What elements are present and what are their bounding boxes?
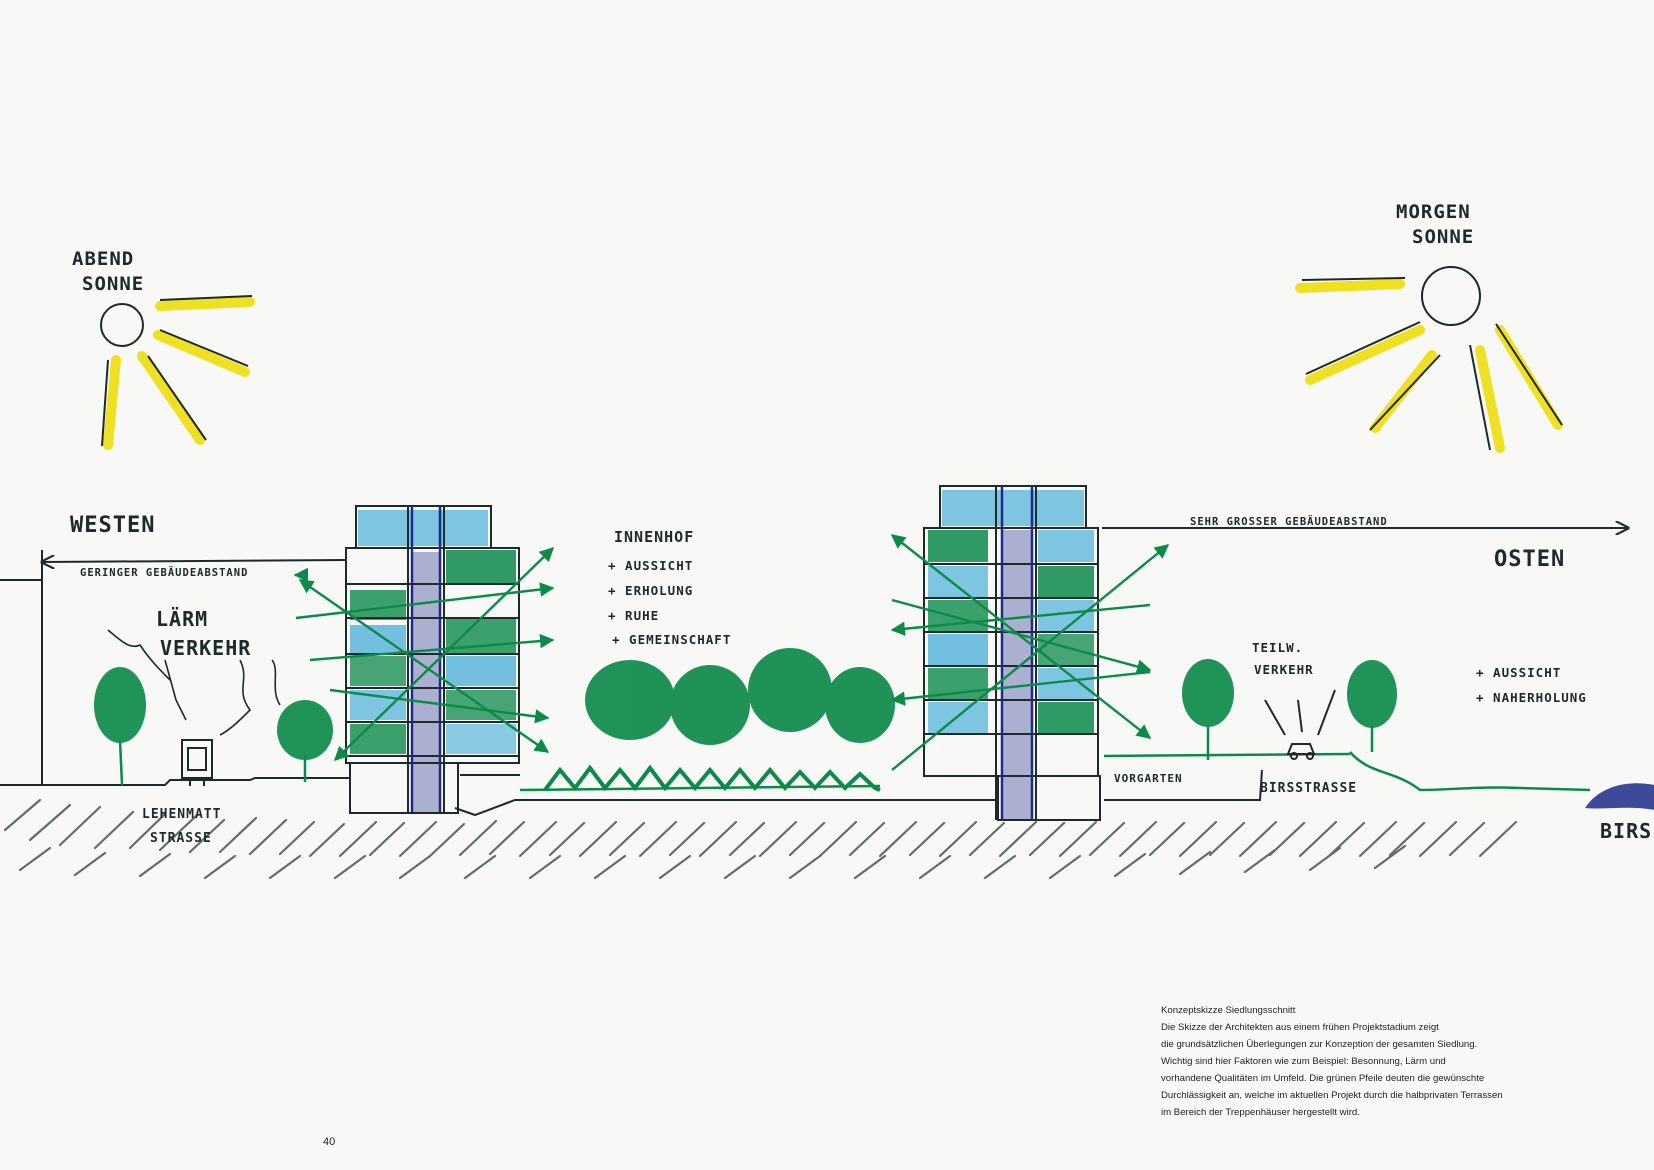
partial-traffic-label-1: TEILW. — [1252, 640, 1303, 655]
tree-2 — [277, 700, 333, 760]
noise-label-2: VERKEHR — [160, 636, 251, 660]
tree-4 — [670, 665, 750, 745]
west-building-glazing — [350, 510, 516, 812]
partial-traffic-label-2: VERKEHR — [1254, 662, 1314, 677]
permeability-arrows — [293, 534, 1170, 771]
tree-1 — [94, 667, 146, 743]
riverbank — [1349, 751, 1591, 792]
traffic-sign-icon — [181, 739, 213, 786]
birs-road-label: BIRSSTRASSE — [1260, 781, 1357, 796]
large-distance-label: SEHR GROSSER GEBÄUDEABSTAND — [1190, 514, 1388, 528]
courtyard-item-4: + GEMEINSCHAFT — [612, 632, 731, 647]
evening-sun-icon — [100, 295, 255, 450]
east-item-1: + AUSSICHT — [1476, 665, 1561, 680]
small-distance-dimension — [0, 550, 347, 785]
east-label: OSTEN — [1494, 547, 1565, 572]
morning-sun-label-1: MORGEN — [1396, 201, 1471, 223]
evening-sun-label-2: SONNE — [82, 273, 144, 295]
tree-5 — [748, 648, 832, 732]
caption-title: Konzeptskizze Siedlungsschnitt — [1161, 1005, 1296, 1016]
east-building-glazing — [928, 490, 1094, 820]
noise-lines — [107, 629, 281, 736]
west-building — [345, 505, 520, 814]
courtyard-item-3: + RUHE — [608, 608, 659, 623]
caption-line-3: Wichtig sind hier Faktoren wie zum Beisp… — [1161, 1056, 1446, 1067]
noise-label-1: LÄRM — [156, 607, 208, 631]
page-number: 40 — [323, 1136, 336, 1148]
trees — [94, 648, 1397, 760]
west-label: WESTEN — [70, 513, 155, 538]
tree-6 — [825, 667, 895, 743]
evening-sun-label-1: ABEND — [72, 248, 134, 270]
courtyard-label: INNENHOF — [614, 528, 694, 546]
tree-7 — [1182, 659, 1234, 727]
figure-caption: Konzeptskizze Siedlungsschnitt Die Skizz… — [1161, 1002, 1561, 1121]
small-distance-label: GERINGER GEBÄUDEABSTAND — [80, 565, 248, 579]
caption-line-4: vorhandene Qualitäten im Umfeld. Die grü… — [1161, 1073, 1485, 1084]
east-item-2: + NAHERHOLUNG — [1476, 690, 1587, 705]
street-label-2: STRASSE — [150, 831, 212, 846]
caption-line-2: die grundsätzlichen Überlegungen zur Kon… — [1161, 1039, 1478, 1050]
front-garden-label: VORGARTEN — [1114, 772, 1183, 785]
courtyard-item-1: + AUSSICHT — [608, 558, 693, 573]
caption-line-6: im Bereich der Treppenhäuser hergestellt… — [1161, 1107, 1360, 1118]
caption-line-5: Durchlässigkeit an, welche im aktuellen … — [1161, 1090, 1503, 1101]
river-icon — [1585, 783, 1654, 810]
ground-hatching — [3, 798, 1518, 880]
car-icon — [1264, 689, 1336, 760]
tree-3 — [585, 660, 675, 740]
east-building — [923, 485, 1101, 821]
street-label-1: LEHENMATT — [142, 807, 221, 822]
courtyard-hedge — [543, 764, 881, 792]
ground-line — [0, 769, 1263, 817]
morning-sun-label-2: SONNE — [1412, 226, 1474, 248]
caption-line-1: Die Skizze der Architekten aus einem frü… — [1161, 1022, 1439, 1033]
tree-8 — [1347, 660, 1397, 728]
courtyard-item-2: + ERHOLUNG — [608, 583, 693, 598]
morning-sun-icon — [1295, 266, 1563, 453]
river-label: BIRS — [1600, 819, 1652, 843]
